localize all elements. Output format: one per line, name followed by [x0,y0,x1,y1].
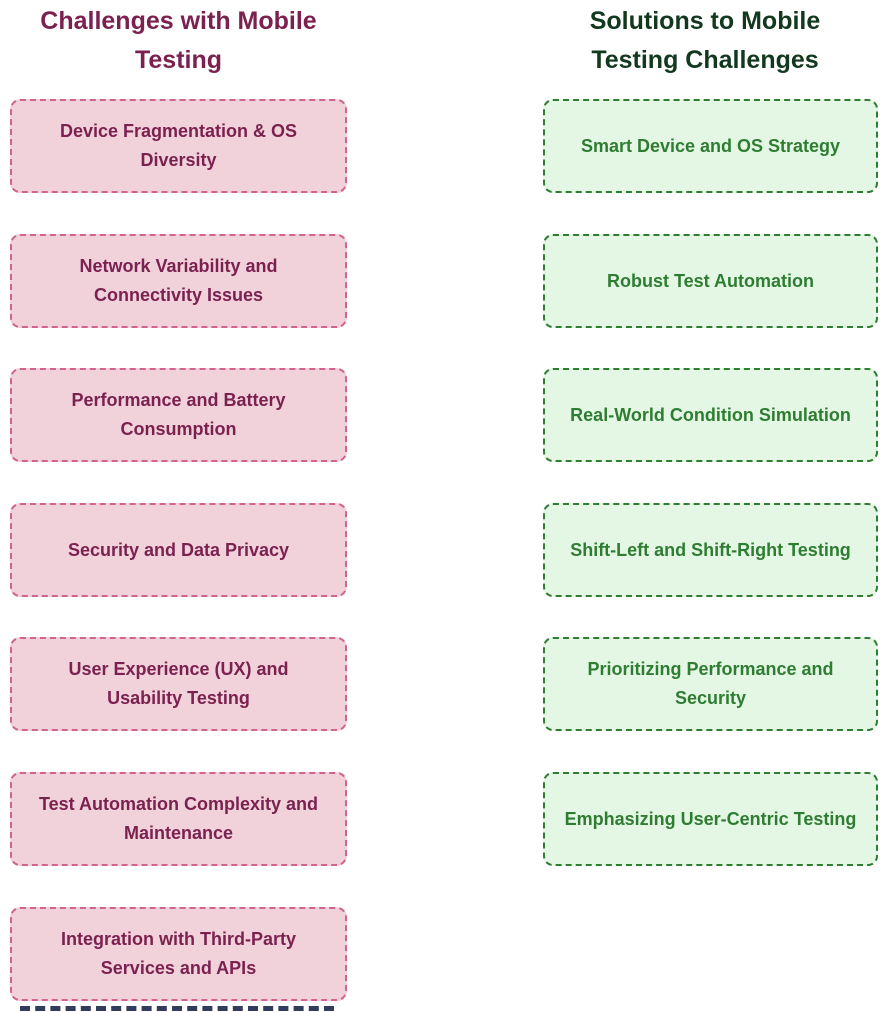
challenges-title-line2: Testing [134,46,223,74]
challenge-box-network-variability: Network Variability and Connectivity Iss… [10,234,347,328]
solutions-column-title: Solutions to Mobile Testing Challenges [532,2,878,80]
solution-box-shift-left-right: Shift-Left and Shift-Right Testing [543,503,878,597]
solution-box-performance-security: Prioritizing Performance and Security [543,637,878,731]
solution-box-real-world-simulation: Real-World Condition Simulation [543,368,878,462]
clipped-node-top-border [20,1006,334,1011]
solution-box-device-os-strategy: Smart Device and OS Strategy [543,99,878,193]
solutions-title-line1: Solutions to Mobile [589,7,821,35]
challenge-box-automation-complexity: Test Automation Complexity and Maintenan… [10,772,347,866]
challenges-title-line1: Challenges with Mobile [40,7,317,35]
solutions-title-line2: Testing Challenges [591,46,819,74]
challenge-box-ux-usability: User Experience (UX) and Usability Testi… [10,637,347,731]
challenge-box-device-fragmentation: Device Fragmentation & OS Diversity [10,99,347,193]
solution-box-robust-automation: Robust Test Automation [543,234,878,328]
solution-box-user-centric-testing: Emphasizing User-Centric Testing [543,772,878,866]
challenge-box-security-privacy: Security and Data Privacy [10,503,347,597]
challenge-box-third-party-integration: Integration with Third-Party Services an… [10,907,347,1001]
challenge-box-performance-battery: Performance and Battery Consumption [10,368,347,462]
challenges-column-title: Challenges with Mobile Testing [0,2,357,80]
